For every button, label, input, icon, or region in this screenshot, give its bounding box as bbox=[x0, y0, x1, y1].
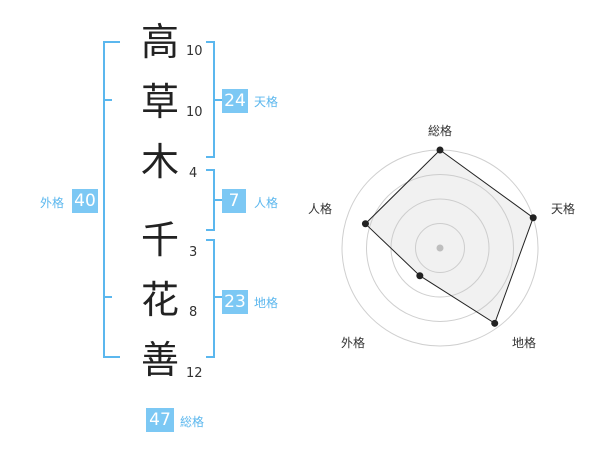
radar-point-4 bbox=[361, 220, 369, 228]
stroke-count-1: 10 bbox=[186, 44, 203, 59]
jinkaku-value: 7 bbox=[222, 189, 246, 213]
name-char-2: 草 bbox=[140, 80, 179, 124]
soukaku-value: 47 bbox=[146, 408, 174, 432]
radar-center bbox=[436, 244, 444, 252]
name-char-6: 善 bbox=[140, 338, 179, 382]
stroke-count-6: 12 bbox=[186, 366, 203, 381]
radar-axis-label-jinkaku: 人格 bbox=[308, 202, 333, 216]
name-char-5: 花 bbox=[140, 278, 179, 322]
name-char-1: 高 bbox=[140, 20, 179, 64]
radar-axis-label-chikaku: 地格 bbox=[512, 336, 537, 350]
radar-area bbox=[364, 149, 534, 325]
radar-point-2 bbox=[491, 319, 499, 327]
gaikaku-label: 外格 bbox=[40, 196, 65, 210]
radar-axis-label-gaikaku: 外格 bbox=[341, 336, 366, 350]
chikaku-value: 23 bbox=[222, 290, 248, 314]
tenkaku-label: 天格 bbox=[254, 95, 279, 109]
name-char-4: 千 bbox=[140, 218, 179, 262]
jinkaku-label: 人格 bbox=[254, 196, 279, 210]
radar-point-1 bbox=[529, 214, 537, 222]
stroke-count-2: 10 bbox=[186, 105, 203, 120]
soukaku-label: 総格 bbox=[180, 415, 205, 429]
radar-ring bbox=[366, 174, 514, 322]
gaikaku-value: 40 bbox=[72, 189, 98, 213]
radar-axis-label-soukaku: 総格 bbox=[428, 124, 453, 138]
radar-ring bbox=[415, 223, 465, 273]
stroke-count-5: 8 bbox=[189, 305, 198, 320]
name-char-3: 木 bbox=[140, 140, 179, 184]
stroke-count-3: 4 bbox=[189, 166, 198, 181]
radar-point-3 bbox=[416, 272, 424, 280]
tenkaku-value: 24 bbox=[222, 89, 248, 113]
chikaku-label: 地格 bbox=[254, 296, 279, 310]
stroke-count-4: 3 bbox=[189, 245, 198, 260]
radar-point-0 bbox=[436, 146, 444, 154]
radar-axis-label-tenkaku: 天格 bbox=[551, 202, 576, 216]
